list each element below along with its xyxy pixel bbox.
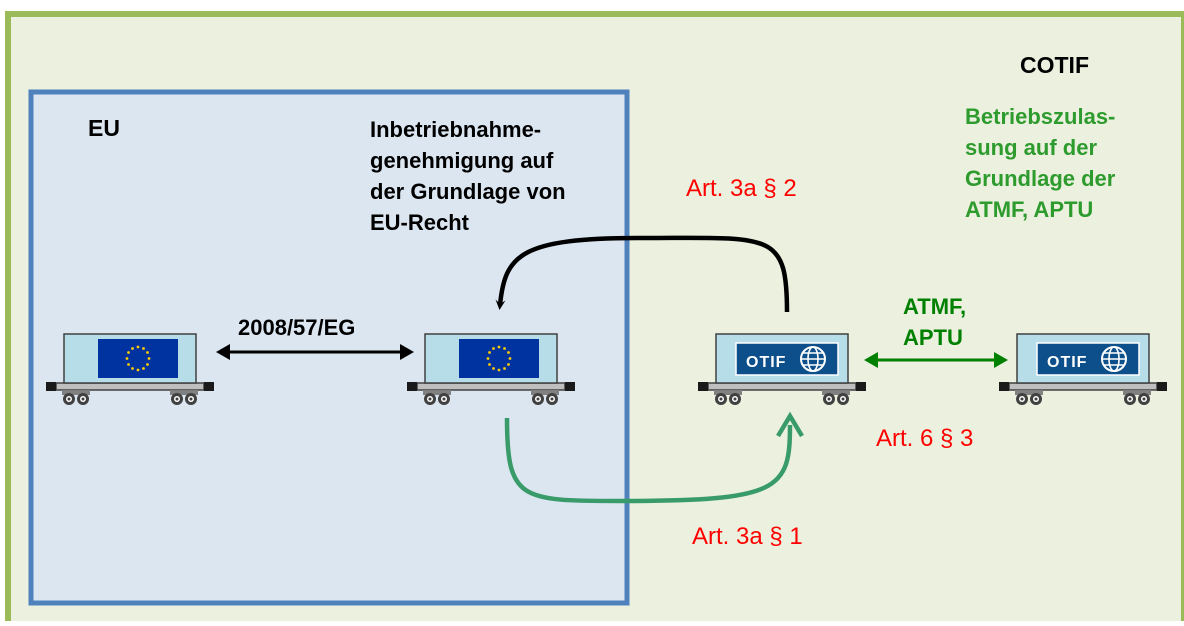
cotif-permit-line: Betriebszulas- [965,104,1115,129]
cotif-permit-line: Grundlage der [965,166,1116,191]
article-3a-1-label: Art. 3a § 1 [692,523,803,550]
eu-stars-icon [98,339,178,378]
eu-permit-line: Inbetriebnahme- [370,117,541,142]
directive-double-arrow [216,344,414,360]
art-3a-1-arrow [504,417,793,504]
art-3a-2-arrow [495,235,790,313]
eu-title: EU [88,115,120,141]
eu-permit-text: Inbetriebnahme- genehmigung auf der Grun… [370,117,566,235]
atmf-aptu-line: ATMF, [903,294,966,319]
cotif-permit-line: ATMF, APTU [965,197,1093,222]
eu-permit-line: der Grundlage von [370,179,566,204]
eu-stars-icon [459,339,539,378]
art-3a-1-arrowhead [776,411,804,438]
atmf-aptu-line: APTU [903,325,963,350]
otif-label: OTIF [746,354,786,371]
cotif-permit-text: Betriebszulas- sung auf der Grundlage de… [965,104,1116,222]
otif-wagon-2: OTIF [999,334,1167,405]
eu-permit-line: genehmigung auf [370,148,554,173]
otif-label: OTIF [1047,354,1087,371]
article-3a-2-label: Art. 3a § 2 [686,175,797,202]
atmf-aptu-label: ATMF, APTU [903,294,966,350]
otif-wagon-1: OTIF [698,334,866,405]
cotif-permit-line: sung auf der [965,135,1097,160]
directive-label: 2008/57/EG [238,315,355,340]
eu-permit-line: EU-Recht [370,210,470,235]
cotif-title: COTIF [1020,52,1089,78]
article-6-3-label: Art. 6 § 3 [876,425,973,452]
atmf-aptu-double-arrow [864,352,1008,368]
